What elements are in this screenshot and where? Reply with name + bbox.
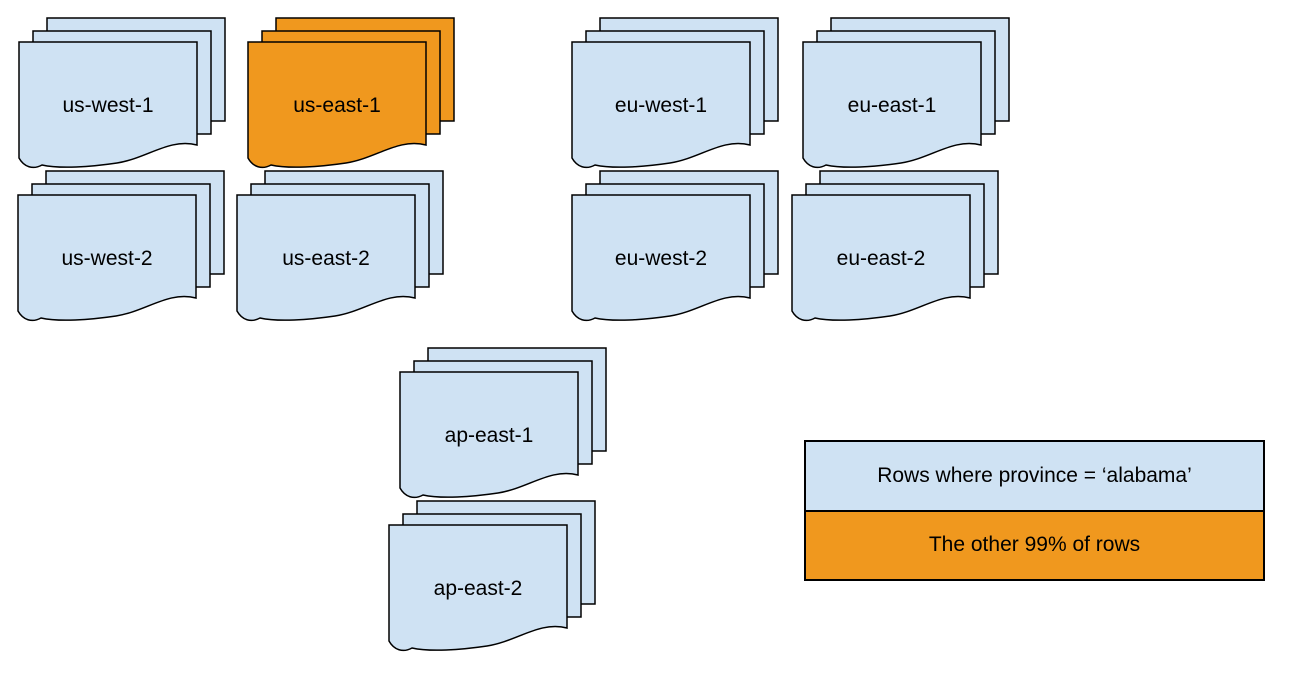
document-page-front	[18, 41, 198, 169]
legend-item-label: The other 99% of rows	[928, 533, 1141, 557]
region-label: ap-east-2	[434, 577, 523, 600]
document-page-front	[571, 194, 751, 322]
region-stack-eu-west-1: eu-west-1	[571, 17, 779, 169]
document-page-front	[791, 194, 971, 322]
legend-item-label: Rows where province = ‘alabama’	[877, 463, 1192, 487]
document-page-front	[236, 194, 416, 322]
document-page-front	[388, 524, 568, 652]
region-stack-ap-east-1: ap-east-1	[399, 347, 607, 499]
region-stack-us-east-2: us-east-2	[236, 170, 444, 322]
region-stack-us-east-1: us-east-1	[247, 17, 455, 169]
region-stack-eu-east-1: eu-east-1	[802, 17, 1010, 169]
legend-item-other-rows: The other 99% of rows	[806, 511, 1263, 579]
region-stack-ap-east-2: ap-east-2	[388, 500, 596, 652]
region-label: eu-east-1	[848, 94, 937, 117]
legend-item-alabama-rows: Rows where province = ‘alabama’	[806, 442, 1263, 512]
legend: Rows where province = ‘alabama’ The othe…	[804, 440, 1265, 581]
region-label: eu-west-2	[615, 247, 707, 270]
document-page-front	[399, 371, 579, 499]
region-stack-eu-west-2: eu-west-2	[571, 170, 779, 322]
region-label: ap-east-1	[445, 424, 534, 447]
region-label: us-west-1	[62, 94, 153, 117]
region-label: us-west-2	[61, 247, 152, 270]
region-label: us-east-1	[293, 94, 381, 117]
region-stack-us-west-2: us-west-2	[17, 170, 225, 322]
document-page-front	[802, 41, 982, 169]
region-label: us-east-2	[282, 247, 370, 270]
region-stack-eu-east-2: eu-east-2	[791, 170, 999, 322]
region-label: eu-east-2	[837, 247, 926, 270]
document-page-front	[17, 194, 197, 322]
document-page-front	[571, 41, 751, 169]
region-label: eu-west-1	[615, 94, 707, 117]
document-page-front	[247, 41, 427, 169]
region-stack-us-west-1: us-west-1	[18, 17, 226, 169]
